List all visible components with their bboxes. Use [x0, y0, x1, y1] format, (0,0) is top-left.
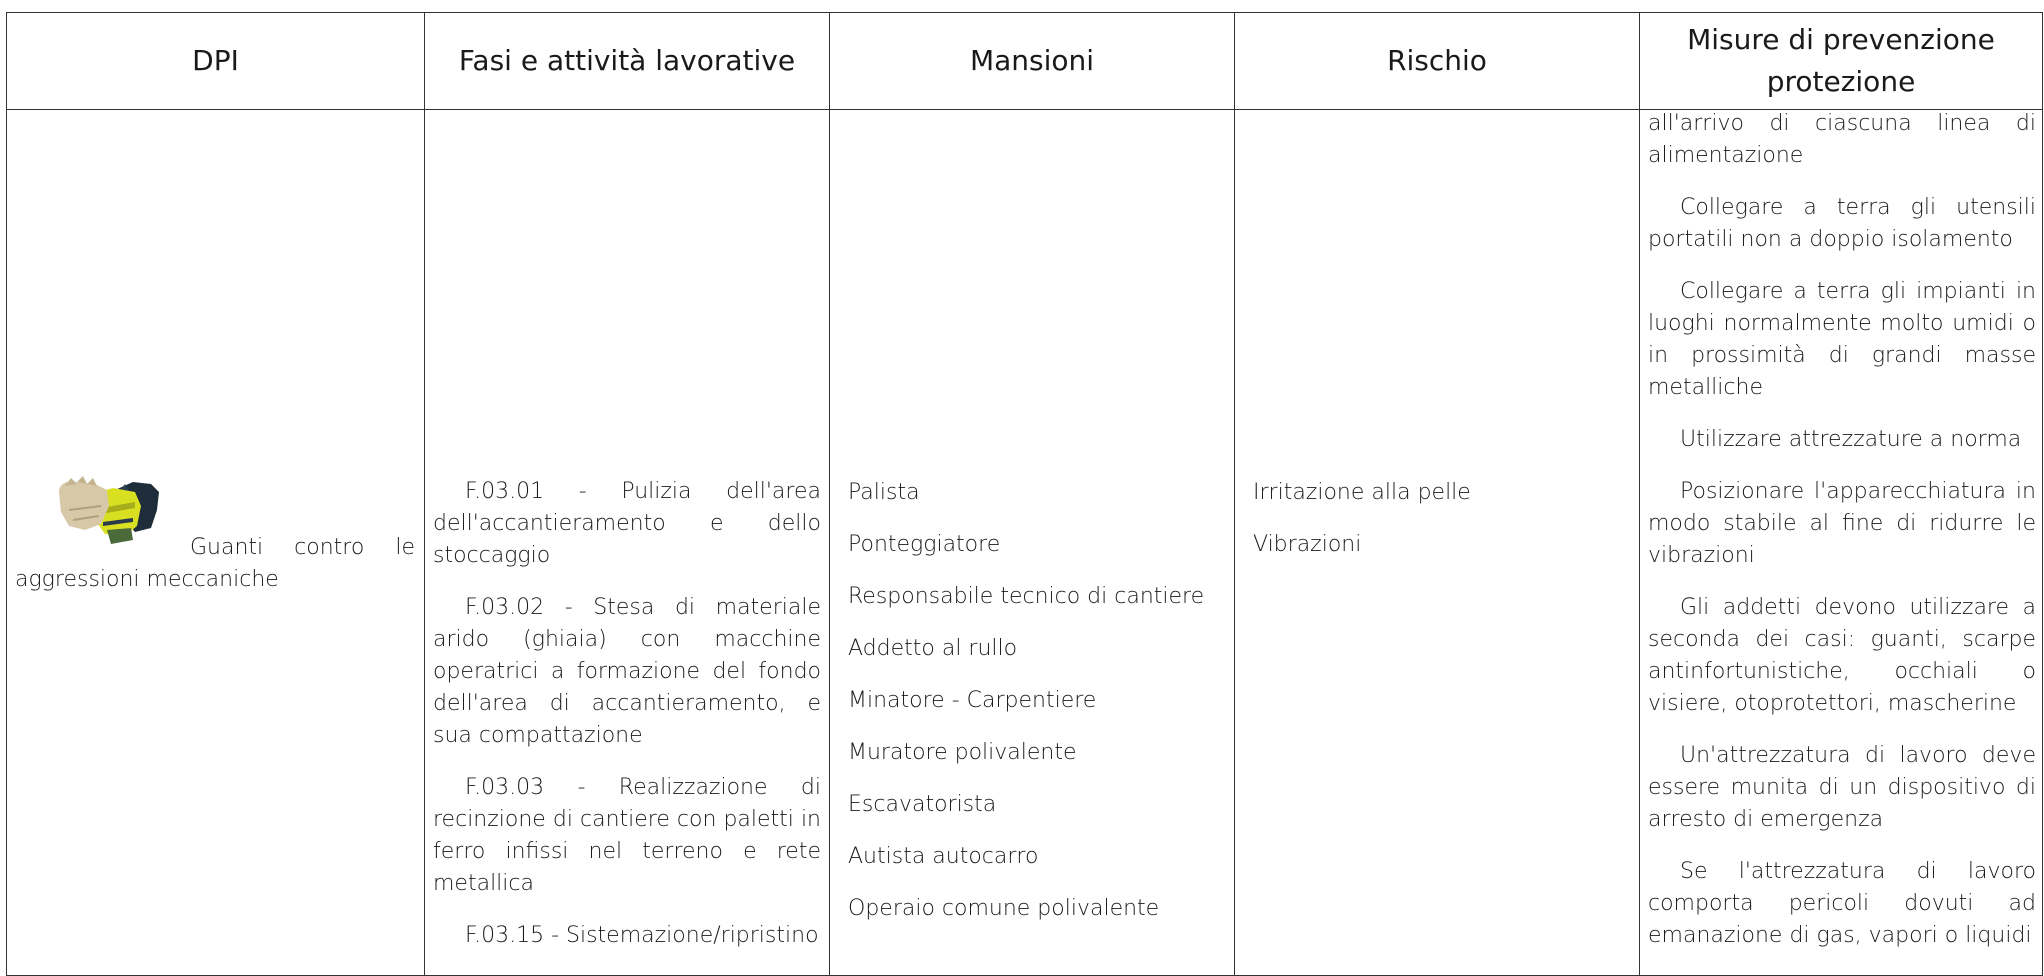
cell-mansioni: Palista Ponteggiatore Responsabile tecni…	[829, 109, 1235, 976]
header-fasi: Fasi e attività lavorative	[424, 12, 830, 110]
fase-item: F.03.03 - Realizzazione di recinzione di…	[433, 775, 821, 896]
misura-item: Posizionare l'apparecchiatura in modo st…	[1648, 479, 2036, 568]
list-item: Addetto al rullo	[848, 636, 1018, 661]
misura-item: all'arrivo di ciascuna linea di alimenta…	[1648, 111, 2036, 168]
misura-item: Un'attrezzatura di lavoro deve essere mu…	[1648, 743, 2036, 832]
misura-item: Se l'attrezzatura di lavoro comporta per…	[1648, 859, 2036, 948]
cell-misure: all'arrivo di ciascuna linea di alimenta…	[1639, 109, 2043, 976]
dpi-label: Guanti contro le aggressioni meccaniche	[15, 535, 415, 592]
fase-item: F.03.15 - Sistemazione/ripristino	[465, 923, 819, 948]
misura-item: Gli addetti devono utilizzare a seconda …	[1648, 595, 2036, 716]
rischio-list: Irritazione alla pelle Vibrazioni	[1253, 477, 1633, 581]
header-mansioni: Mansioni	[829, 12, 1235, 110]
dpi-table: DPI Fasi e attività lavorative Mansioni …	[6, 12, 2043, 976]
header-dpi: DPI	[6, 12, 425, 110]
mansioni-list: Palista Ponteggiatore Responsabile tecni…	[848, 477, 1228, 945]
table-row: Guanti contro le aggressioni meccaniche …	[6, 109, 2043, 976]
cell-fasi: F.03.01 - Pulizia dell'area dell'accanti…	[424, 109, 830, 976]
list-item: Responsabile tecnico di cantiere	[848, 584, 1205, 609]
misura-item: Collegare a terra gli utensili portatili…	[1648, 195, 2036, 252]
list-item: Autista autocarro	[848, 844, 1039, 869]
table-header-row: DPI Fasi e attività lavorative Mansioni …	[6, 12, 2043, 110]
misura-item: Utilizzare attrezzature a norma	[1680, 427, 2022, 452]
list-item: Ponteggiatore	[848, 532, 1001, 557]
list-item: Irritazione alla pelle	[1253, 480, 1471, 505]
list-item: Palista	[848, 480, 920, 505]
list-item: Muratore polivalente	[848, 740, 1077, 765]
gloves-icon	[59, 476, 159, 544]
cell-rischio: Irritazione alla pelle Vibrazioni	[1234, 109, 1640, 976]
list-item: Minatore - Carpentiere	[848, 688, 1097, 713]
header-misure: Misure di prevenzione protezione	[1639, 12, 2043, 110]
list-item: Escavatorista	[848, 792, 997, 817]
list-item: Vibrazioni	[1253, 532, 1362, 557]
misura-item: Collegare a terra gli impianti in luoghi…	[1648, 279, 2036, 400]
header-rischio: Rischio	[1234, 12, 1640, 110]
list-item: Operaio comune polivalente	[848, 896, 1160, 921]
cell-dpi: Guanti contro le aggressioni meccaniche	[6, 109, 425, 976]
fase-item: F.03.02 - Stesa di materiale arido (ghia…	[433, 595, 821, 748]
fase-item: F.03.01 - Pulizia dell'area dell'accanti…	[433, 479, 821, 568]
